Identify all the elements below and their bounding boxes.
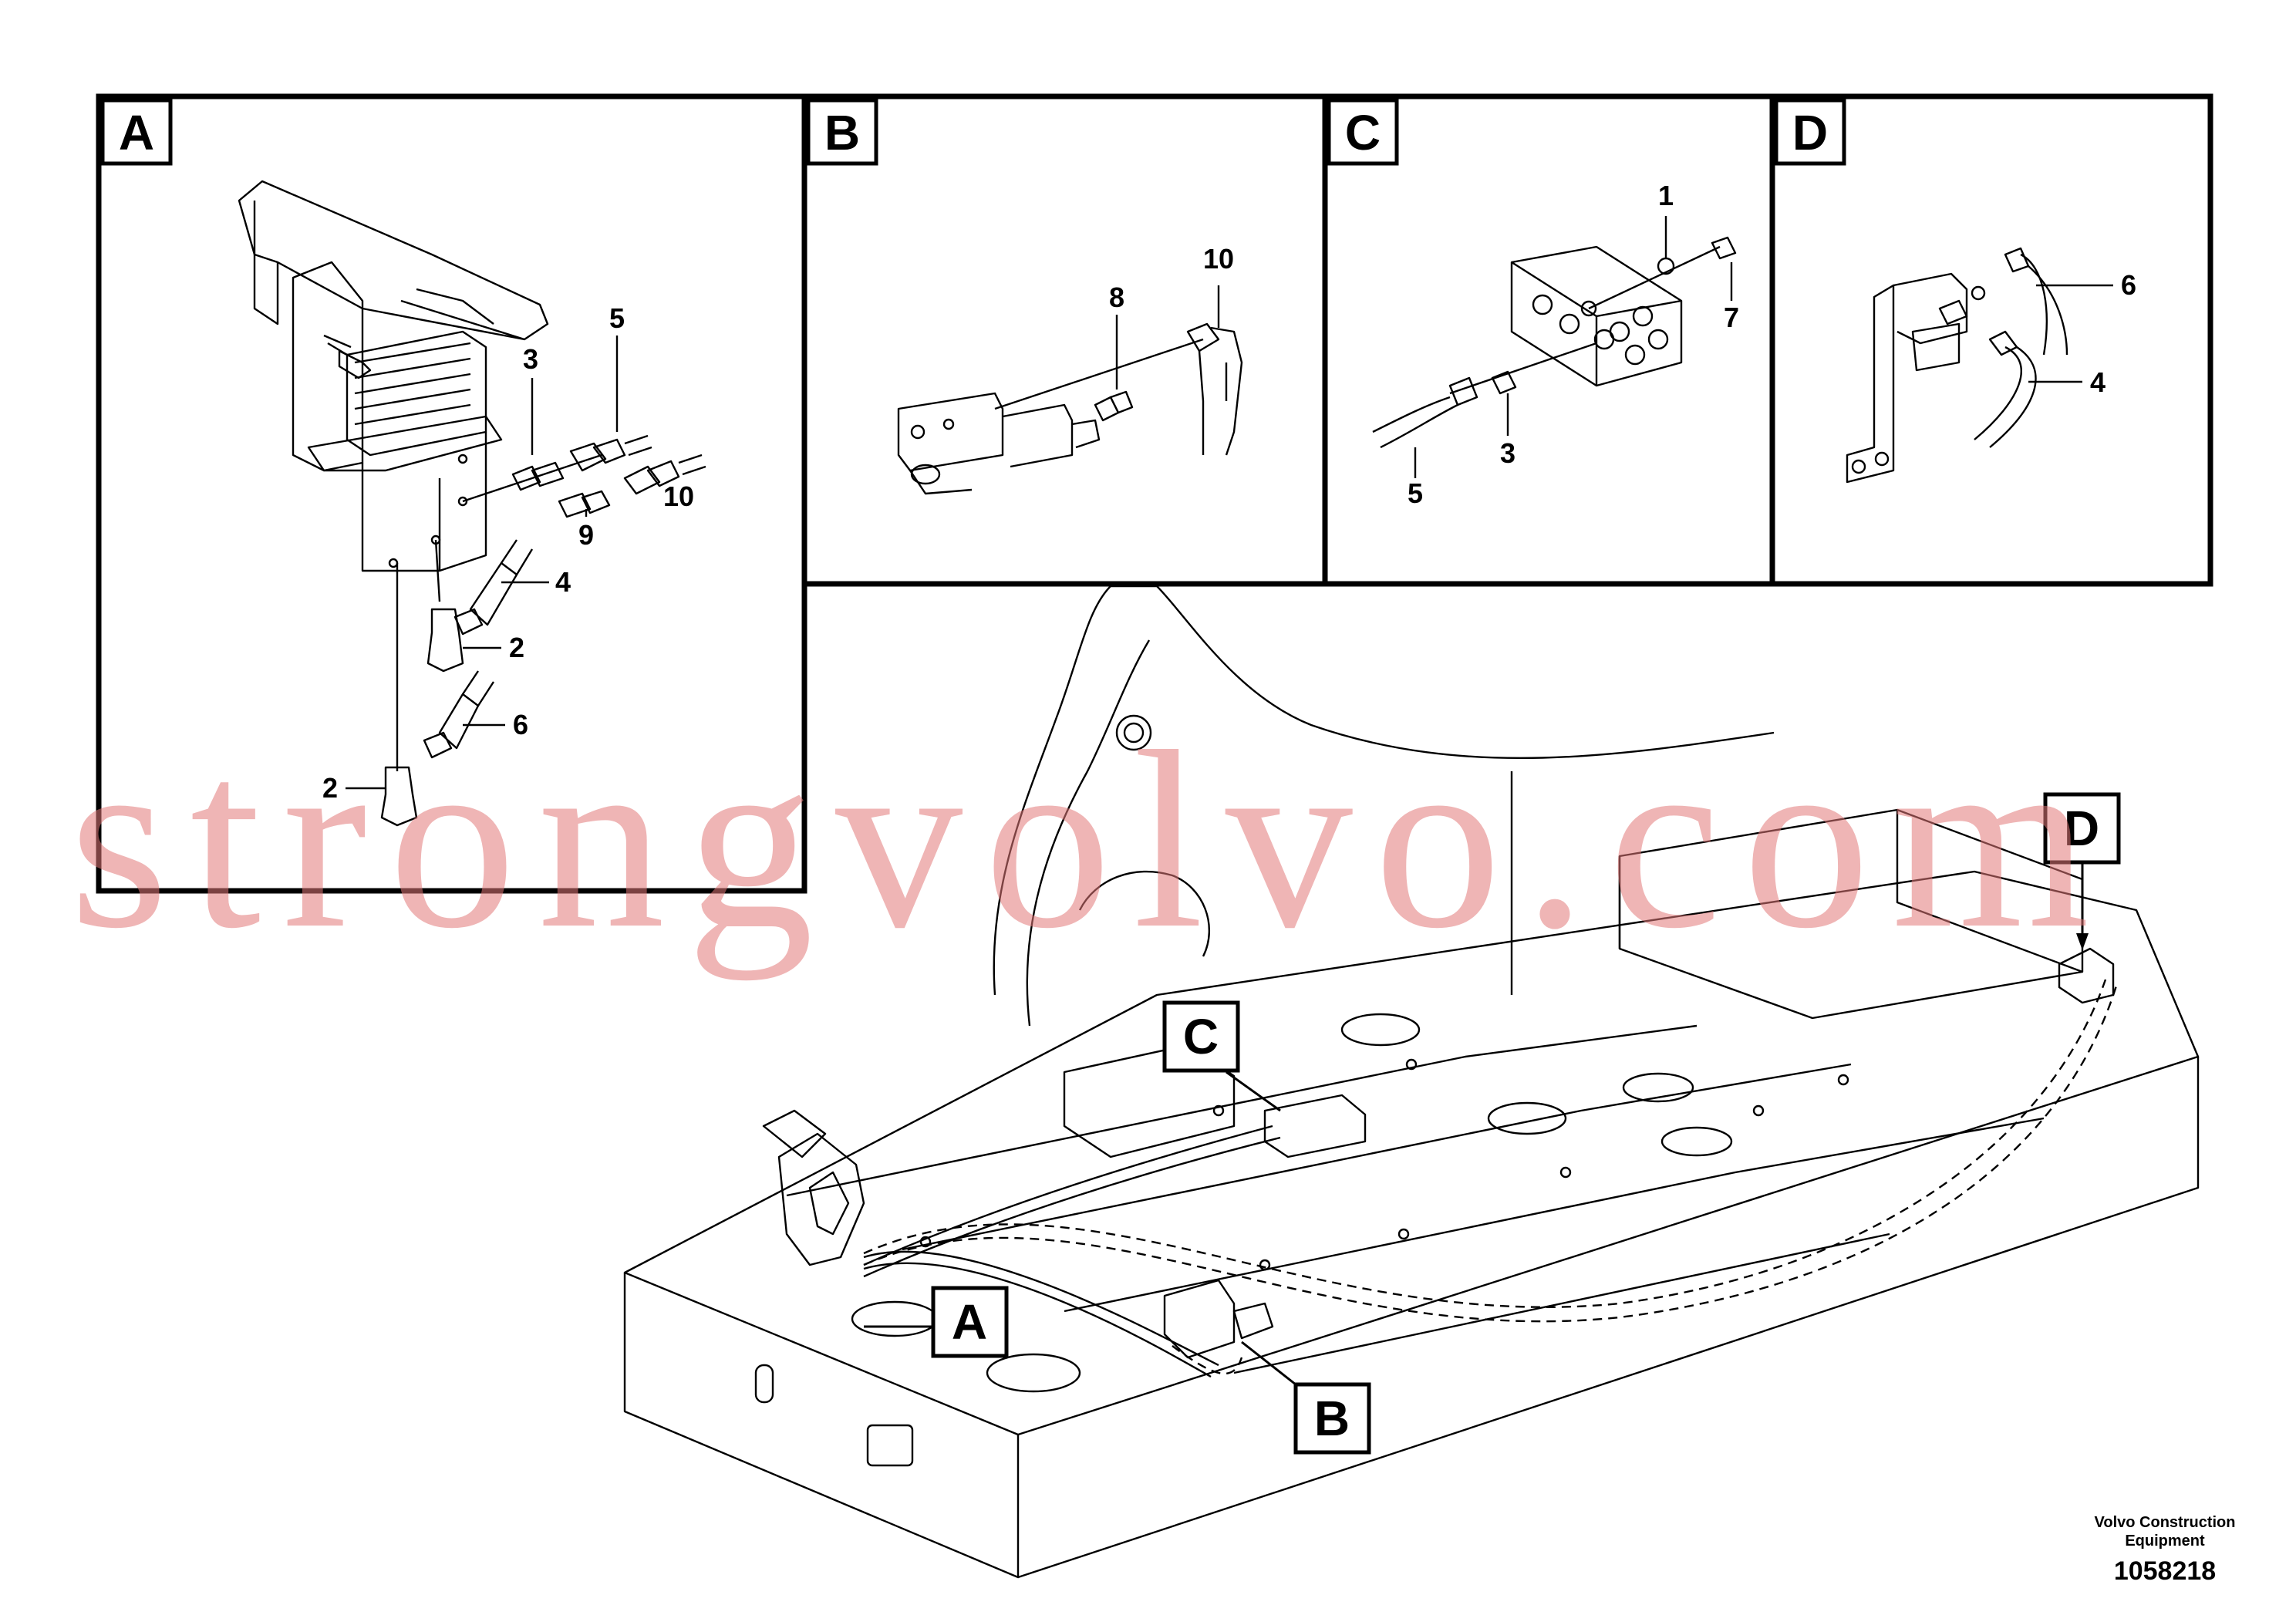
footer-company: Volvo Construction Equipment [2094,1514,2236,1549]
part-label-2-upper: 2 [509,632,524,663]
part-label-6: 6 [513,709,528,740]
part-label-6-d: 6 [2121,269,2136,301]
panel-b-frame [801,93,1328,587]
callout-c-label: C [1183,1009,1219,1064]
callout-d-label: D [2064,801,2099,856]
part-label-10: 10 [663,481,694,512]
panel-a-labels: 3 5 9 10 4 2 6 2 [322,302,694,804]
part-label-1: 1 [1658,180,1674,211]
callout-b-label: B [1314,1391,1350,1446]
panel-c-frame [1322,93,1775,587]
panel-a-letter-box: A [100,98,173,166]
panel-b-labels: 8 10 [1109,243,1234,313]
panel-d-letter: D [1792,105,1828,160]
panel-d-drawing [1846,247,2113,484]
panel-d-labels: 6 4 [2090,269,2136,398]
callout-b[interactable]: B [1241,1340,1371,1455]
panel-a-letter: A [119,105,154,160]
part-label-4: 4 [555,566,571,598]
footer-document-id: 1058218 [2113,1556,2217,1586]
part-label-4-d: 4 [2090,366,2106,398]
part-label-2-lower: 2 [322,772,338,804]
callout-c[interactable]: C [1162,1000,1281,1112]
callout-a[interactable]: A [864,1286,1009,1358]
part-label-5-c: 5 [1408,477,1423,509]
panel-frames [96,93,2213,894]
part-label-9: 9 [578,519,594,551]
panel-c-drawing [1372,216,1737,478]
part-label-3-c: 3 [1500,437,1515,469]
callout-d[interactable]: D [2043,792,2121,950]
part-label-7: 7 [1724,302,1739,333]
panel-c-letter: C [1345,105,1381,160]
part-label-10-b: 10 [1203,243,1234,275]
panel-b-letter-box: B [806,98,878,166]
panel-d-letter-box: D [1774,98,1846,166]
callout-a-label: A [952,1294,987,1350]
panel-c-letter-box: C [1327,98,1399,166]
panel-a-frame [96,93,807,894]
part-label-8: 8 [1109,282,1124,313]
panel-b-drawing [897,285,1243,495]
overview-drawing [623,585,2200,1579]
panel-a-drawing [238,180,706,827]
part-label-5: 5 [609,302,625,334]
part-label-3: 3 [523,343,538,375]
panel-c-labels: 1 7 5 3 [1408,180,1739,509]
panel-b-letter: B [824,105,860,160]
